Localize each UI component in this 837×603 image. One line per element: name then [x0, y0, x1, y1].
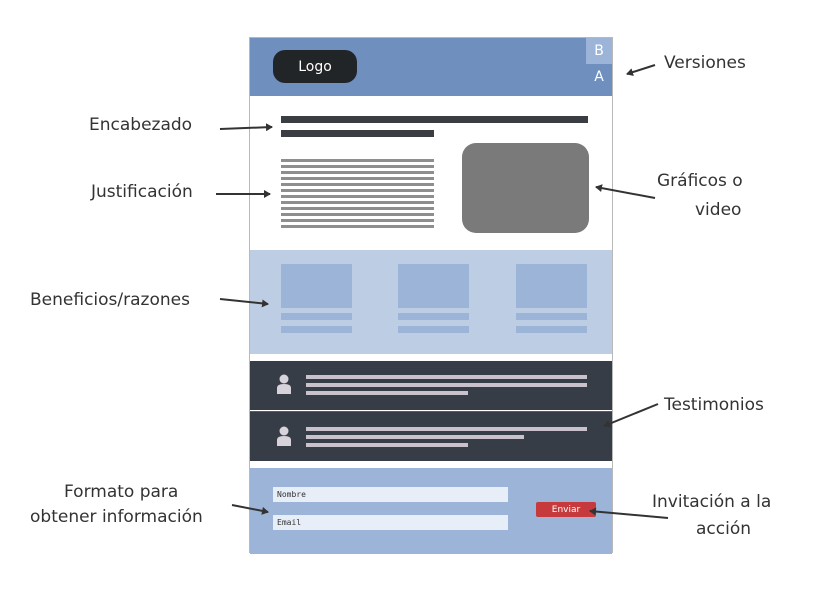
testimonial-line	[306, 435, 524, 439]
benefit-line-3b	[516, 326, 587, 333]
version-b-tab[interactable]: B	[586, 38, 612, 64]
label-justificacion: Justificación	[91, 182, 193, 202]
testimonial-line	[306, 391, 468, 395]
testimonial-line	[306, 383, 587, 387]
text-line	[281, 171, 434, 174]
benefit-line-2a	[398, 313, 469, 320]
lead-form: Nombre Email Enviar	[250, 468, 612, 554]
text-line	[281, 207, 434, 210]
testimonial-line	[306, 443, 468, 447]
person-icon	[277, 374, 291, 394]
text-line	[281, 219, 434, 222]
benefit-line-1b	[281, 326, 352, 333]
benefit-image-1	[281, 264, 352, 308]
heading-line-1	[281, 116, 588, 123]
text-line	[281, 177, 434, 180]
text-line	[281, 195, 434, 198]
arrow-formato	[231, 504, 269, 515]
testimonial-line	[306, 375, 587, 379]
benefit-line-2b	[398, 326, 469, 333]
graphic-or-video-placeholder	[462, 143, 589, 233]
logo: Logo	[273, 50, 357, 83]
testimonial-line	[306, 427, 587, 431]
label-invitacion-line2: acción	[696, 519, 752, 539]
person-icon	[277, 426, 291, 446]
label-formato-line2: obtener información	[30, 507, 203, 527]
testimonial-1	[250, 361, 612, 410]
benefit-line-3a	[516, 313, 587, 320]
name-field[interactable]: Nombre	[273, 487, 508, 502]
text-line	[281, 183, 434, 186]
arrow-beneficios	[219, 298, 269, 308]
label-invitacion-line1: Invitación a la	[652, 492, 772, 512]
email-field[interactable]: Email	[273, 515, 508, 530]
arrow-graficos	[595, 184, 656, 199]
arrow-versiones	[626, 64, 656, 76]
send-button[interactable]: Enviar	[536, 502, 596, 517]
text-line	[281, 189, 434, 192]
text-line	[281, 201, 434, 204]
header-bar: Logo B A	[250, 38, 612, 96]
heading-line-2	[281, 130, 434, 137]
landing-page-wireframe: Logo B A	[249, 37, 613, 554]
label-versiones: Versiones	[664, 53, 746, 73]
benefits-section	[250, 250, 612, 354]
benefit-line-1a	[281, 313, 352, 320]
arrow-testimonios	[603, 403, 659, 428]
label-encabezado: Encabezado	[89, 115, 193, 135]
label-formato-line1: Formato para	[64, 482, 179, 502]
benefit-image-2	[398, 264, 469, 308]
text-line	[281, 213, 434, 216]
arrow-invitacion	[589, 507, 669, 519]
text-line	[281, 225, 434, 228]
version-a-tab[interactable]: A	[586, 64, 612, 90]
label-graficos-line1: Gráficos o	[657, 171, 743, 191]
text-line	[281, 165, 434, 168]
text-line	[281, 159, 434, 162]
label-beneficios: Beneficios/razones	[30, 290, 190, 310]
testimonial-2	[250, 411, 612, 461]
benefit-image-3	[516, 264, 587, 308]
arrow-encabezado	[219, 123, 273, 132]
label-testimonios: Testimonios	[664, 395, 764, 415]
label-graficos-line2: video	[695, 200, 742, 220]
